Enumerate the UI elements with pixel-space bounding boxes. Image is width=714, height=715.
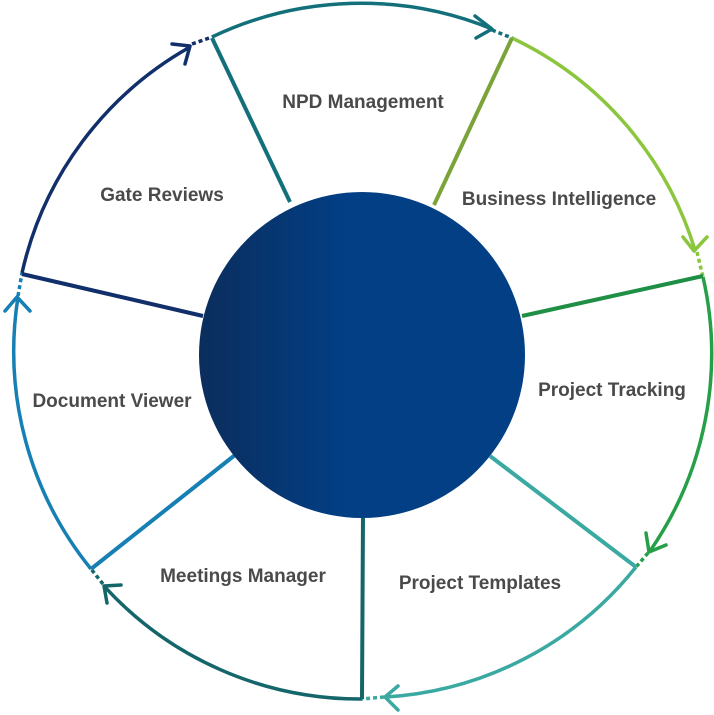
arrowheads [3,14,709,712]
center-circle [199,192,525,518]
label-project-templates: Project Templates [399,573,561,594]
arc-meetings-manager [102,584,363,701]
divider-npd-bi [432,37,514,206]
outer-ring [12,1,714,701]
arc-gate-reviews [20,45,191,274]
arc-npd-management [211,1,493,39]
segment-labels: NPD Management Business Intelligence Pro… [32,92,685,594]
divider-templates-meetings [360,513,365,700]
arc-joints [16,28,705,701]
arrow-head-icon [3,295,32,313]
arc-project-templates [385,565,638,699]
label-project-tracking: Project Tracking [538,380,686,401]
divider-npd-gate [210,37,292,203]
label-document-viewer: Document Viewer [32,391,192,412]
divider-bi-tracking [521,274,704,318]
divider-meetings-document [89,453,237,571]
arc-project-tracking [648,276,714,552]
label-meetings-manager: Meetings Manager [160,566,326,587]
label-gate-reviews: Gate Reviews [100,185,224,206]
divider-document-gate [21,272,204,318]
arc-document-viewer [12,296,93,571]
arrow-head-icon [102,583,123,605]
label-business-intelligence: Business Intelligence [462,189,656,210]
divider-tracking-templates [488,454,638,569]
arc-business-intelligence [511,36,697,251]
dividers [21,37,704,700]
arrow-head-icon [473,14,494,40]
arrow-head-icon [644,531,668,554]
arrow-head-icon [170,42,192,66]
arrow-head-icon [681,235,709,253]
arrow-head-icon [383,684,400,712]
label-npd-management: NPD Management [282,92,444,113]
